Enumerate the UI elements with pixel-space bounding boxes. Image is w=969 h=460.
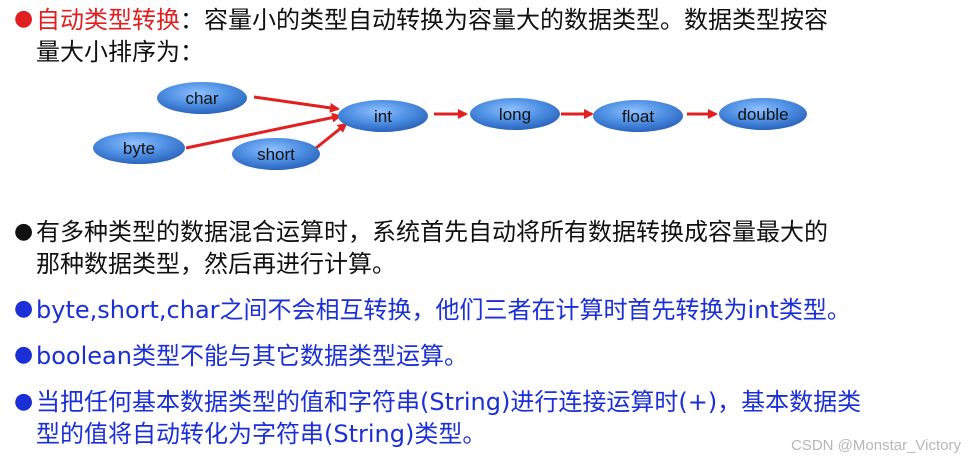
node-float-label: float: [622, 107, 654, 126]
type-conversion-diagram: char byte short int long float double: [93, 82, 807, 170]
arrow-char-int: [253, 95, 340, 113]
node-double-label: double: [737, 105, 788, 124]
mixed-operation-line-2: 那种数据类型，然后再进行计算。: [36, 250, 396, 278]
auto-conversion-title: 自动类型转换: [36, 6, 180, 34]
mixed-operation-line-1: 有多种类型的数据混合运算时，系统首先自动将所有数据转换成容量最大的: [36, 218, 828, 246]
auto-conversion-line-2: 量大小排序为：: [36, 38, 204, 66]
bullet-black: ●: [14, 219, 34, 244]
auto-conversion-line-1: 自动类型转换：容量小的类型自动转换为容量大的数据类型。数据类型按容: [36, 4, 828, 36]
node-short-label: short: [257, 145, 295, 164]
bullet-blue: ●: [14, 296, 34, 321]
auto-conversion-text-1: 容量小的类型自动转换为容量大的数据类型。数据类型按容: [204, 6, 828, 34]
node-long-label: long: [499, 105, 531, 124]
string-concat-line-1: 当把任何基本数据类型的值和字符串(String)进行连接运算时(+)，基本数据类: [36, 388, 862, 416]
node-byte: byte: [93, 132, 185, 164]
arrow-short-int: [315, 122, 348, 150]
string-concat-line-2: 型的值将自动转化为字符串(String)类型。: [36, 420, 487, 448]
watermark: CSDN @Monstar_Victory: [791, 437, 961, 454]
bullet-blue: ●: [14, 389, 34, 414]
node-float: float: [593, 100, 683, 132]
bullet-red: ●: [14, 6, 34, 31]
bullet-blue: ●: [14, 342, 34, 367]
node-int: int: [338, 100, 428, 132]
node-short: short: [232, 138, 320, 170]
node-double: double: [719, 98, 807, 130]
node-byte-label: byte: [123, 139, 155, 158]
arrow-byte-int: [185, 112, 342, 150]
node-char: char: [157, 82, 247, 114]
node-long: long: [470, 98, 560, 130]
colon: ：: [180, 6, 204, 34]
node-char-label: char: [185, 89, 218, 108]
node-int-label: int: [374, 107, 392, 126]
boolean-line: boolean类型不能与其它数据类型运算。: [36, 342, 468, 370]
no-mutual-conversion-line: byte,short,char之间不会相互转换，他们三者在计算时首先转换为int…: [36, 296, 851, 324]
